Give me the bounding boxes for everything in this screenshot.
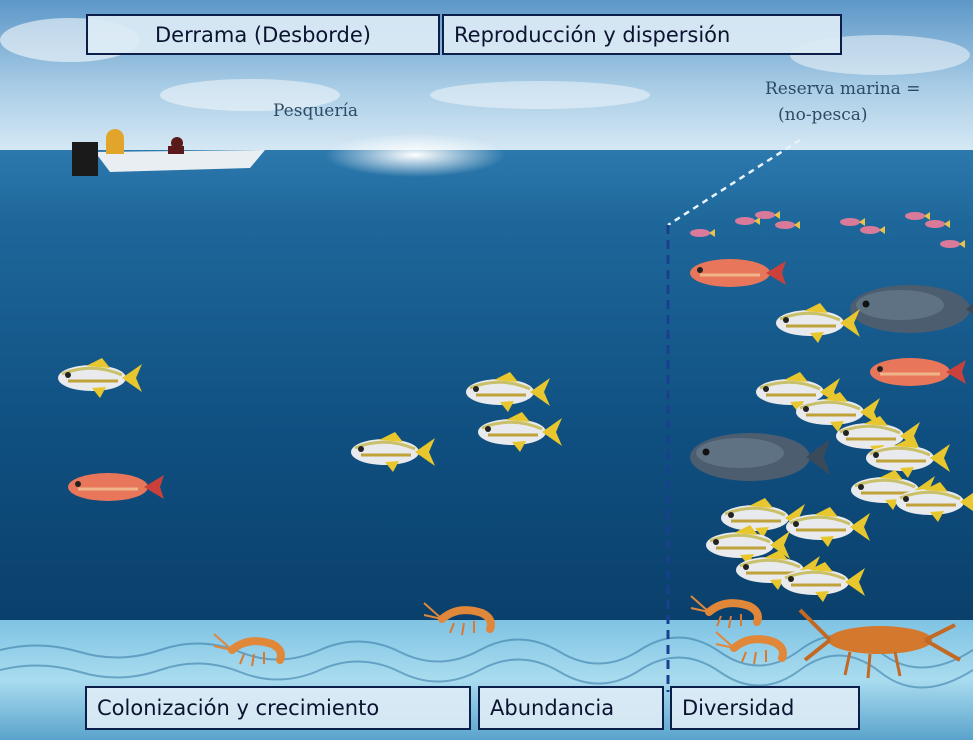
diversity-label: Diversidad: [670, 686, 860, 730]
reproduction-label-text: Reproducción y dispersión: [454, 23, 730, 47]
sun-glare: [325, 133, 505, 177]
reserve-label-line2: (no-pesca): [778, 105, 868, 125]
abundance-label-text: Abundancia: [490, 696, 614, 720]
reproduction-label: Reproducción y dispersión: [442, 14, 842, 55]
spillover-label-text: Derrama (Desborde): [155, 23, 371, 47]
diversity-label-text: Diversidad: [682, 696, 794, 720]
spillover-label: Derrama (Desborde): [86, 14, 440, 55]
colonization-label: Colonización y crecimiento: [85, 686, 471, 730]
reserve-label-line1: Reserva marina =: [765, 79, 920, 99]
fishery-label: Pesquería: [273, 101, 358, 121]
abundance-label: Abundancia: [478, 686, 664, 730]
colonization-label-text: Colonización y crecimiento: [97, 696, 379, 720]
